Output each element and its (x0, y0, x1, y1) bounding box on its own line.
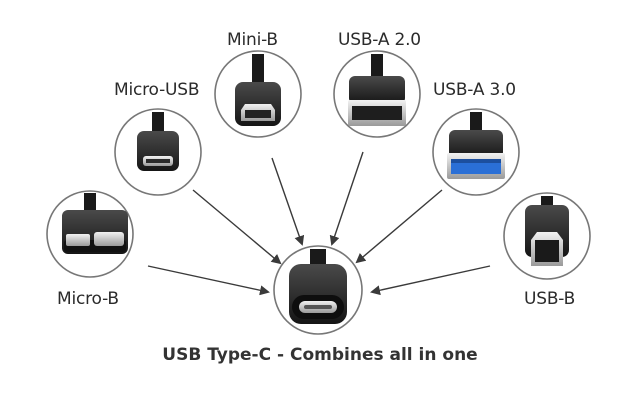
label-usb-a-3: USB-A 3.0 (433, 80, 516, 100)
connector-usb-b (503, 192, 591, 280)
connector-mini-b (214, 50, 302, 138)
diagram-caption: USB Type-C - Combines all in one (162, 345, 478, 365)
arrow-usb-a-3 (355, 189, 443, 264)
arrow-micro-b (147, 265, 270, 296)
label-mini-b: Mini-B (227, 30, 278, 50)
arrow-micro-usb (192, 189, 282, 265)
connector-micro-b (46, 190, 134, 278)
connector-usb-a-2 (333, 50, 421, 138)
label-usb-b: USB-B (524, 289, 576, 309)
label-usb-a-2: USB-A 2.0 (338, 30, 421, 50)
label-micro-b: Micro-B (57, 289, 119, 309)
label-micro-usb: Micro-USB (114, 80, 200, 100)
connector-micro-usb (114, 108, 202, 196)
connector-usb-c (273, 245, 363, 335)
arrow-mini-b (271, 157, 305, 246)
arrows (147, 151, 491, 296)
connector-usb-a-3 (432, 108, 520, 196)
arrow-usb-a-2 (329, 151, 364, 246)
arrow-usb-b (370, 265, 491, 296)
